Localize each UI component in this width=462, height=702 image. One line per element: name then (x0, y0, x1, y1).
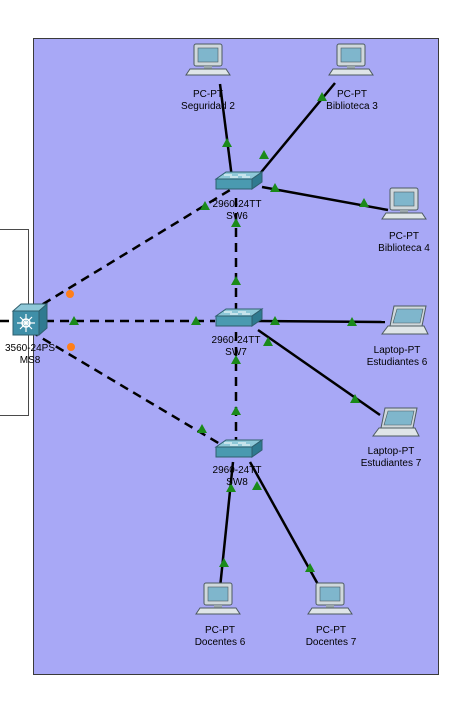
link-up-indicator (200, 201, 210, 210)
link-up-indicator (191, 316, 201, 325)
device-type: PC-PT (336, 89, 367, 100)
link-up-indicator (197, 424, 207, 433)
device-name: Estudiantes 6 (366, 357, 428, 368)
device-name: Biblioteca 4 (378, 243, 430, 254)
link-sw7-estudiantes7[interactable] (257, 328, 381, 417)
link-sw6-biblioteca4[interactable] (261, 185, 389, 212)
device-name: Docentes 6 (194, 637, 246, 648)
link-seguridad2-sw6[interactable] (218, 83, 234, 179)
link-up-indicator (305, 563, 315, 572)
device-name: SW6 (226, 211, 248, 222)
link-up-indicator (252, 481, 262, 490)
device-type: 2960-24TT (211, 335, 261, 346)
device-name: Estudiantes 7 (360, 458, 422, 469)
multilayer-switch-ms8-label: 3560-24PS MS8 (5, 343, 55, 367)
device-type: 2960-24TT (212, 199, 262, 210)
link-up-indicator (231, 406, 241, 415)
link-up-indicator (69, 316, 79, 325)
pc-seguridad2-icon[interactable] (185, 43, 231, 76)
link-up-indicator (270, 316, 280, 325)
link-up-indicator (350, 394, 360, 403)
device-type: Laptop-PT (373, 345, 421, 356)
device-type: PC-PT (193, 89, 223, 100)
link-blocked-indicator (67, 343, 75, 351)
link-sw7-estudiantes6[interactable] (257, 319, 386, 324)
pc-biblioteca4-label: PC-PT Biblioteca 4 (378, 231, 430, 255)
pc-biblioteca3-label: PC-PT Biblioteca 3 (326, 89, 378, 113)
device-name: Seguridad 2 (181, 101, 235, 112)
pc-docentes6-icon[interactable] (195, 582, 241, 615)
link-indicators (66, 92, 369, 572)
pc-biblioteca4-icon[interactable] (381, 187, 427, 220)
device-name: SW7 (225, 347, 247, 358)
switch-sw8-icon[interactable] (215, 439, 263, 458)
pc-docentes6-label: PC-PT Docentes 6 (195, 625, 246, 649)
laptop-estudiantes7-label: Laptop-PT Estudiantes 7 (361, 446, 422, 470)
multilayer-switch-ms8-icon[interactable] (11, 302, 49, 337)
link-blocked-indicator (66, 290, 74, 298)
device-type: PC-PT (316, 625, 346, 636)
link-up-indicator (226, 483, 236, 492)
switch-sw8-label: 2960-24TT SW8 (213, 465, 262, 489)
device-type: PC-PT (205, 625, 235, 636)
link-up-indicator (222, 138, 232, 147)
link-up-indicator (347, 317, 357, 326)
laptop-estudiantes6-label: Laptop-PT Estudiantes 6 (367, 345, 428, 369)
device-type: Laptop-PT (367, 446, 415, 457)
device-name: SW8 (226, 477, 248, 488)
link-up-indicator (219, 558, 229, 567)
device-type: 3560-24PS (4, 343, 56, 354)
laptop-estudiantes6-icon[interactable] (381, 305, 429, 335)
link-up-indicator (317, 92, 327, 101)
device-name: MS8 (19, 355, 41, 366)
pc-docentes7-label: PC-PT Docentes 7 (306, 625, 357, 649)
device-name: Biblioteca 3 (326, 101, 378, 112)
link-up-indicator (270, 183, 280, 192)
link-up-indicator (263, 337, 273, 346)
pc-seguridad2-label: PC-PT Seguridad 2 (181, 89, 235, 113)
link-ms8-sw6[interactable] (29, 188, 231, 314)
laptop-estudiantes7-icon[interactable] (372, 407, 420, 437)
switch-sw7-icon[interactable] (215, 308, 263, 327)
switch-sw6-label: 2960-24TT SW6 (213, 199, 262, 223)
device-type: 2960-24TT (212, 465, 262, 476)
device-name: Docentes 7 (305, 637, 357, 648)
link-up-indicator (259, 150, 269, 159)
link-up-indicator (231, 355, 241, 364)
switch-sw7-label: 2960-24TT SW7 (212, 335, 261, 359)
switch-sw6-icon[interactable] (215, 171, 263, 190)
pc-docentes7-icon[interactable] (307, 582, 353, 615)
link-ms8-sw8[interactable] (29, 329, 226, 449)
device-type: PC-PT (388, 231, 419, 242)
link-up-indicator (231, 218, 241, 227)
link-up-indicator (359, 198, 369, 207)
links (0, 82, 389, 589)
pc-biblioteca3-icon[interactable] (328, 43, 374, 76)
link-up-indicator (231, 276, 241, 285)
